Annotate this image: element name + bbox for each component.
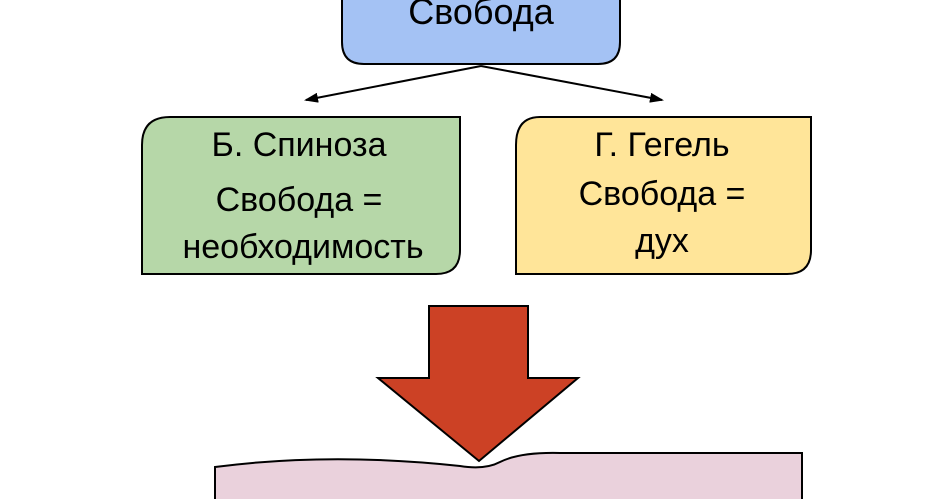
left-box-shape (141, 116, 461, 275)
right-box-shape (515, 116, 812, 275)
left-box: Б. Спиноза Свобода = необходимость (141, 116, 461, 275)
right-box-author: Г. Гегель (594, 126, 729, 164)
branch-arrows (304, 65, 664, 103)
left-box-value: необходимость (182, 228, 423, 266)
top-box-shape (341, 0, 621, 65)
top-box-label: Свобода (408, 0, 555, 32)
right-box-formula: Свобода = (579, 175, 746, 213)
right-box-value: дух (635, 222, 689, 260)
left-box-author: Б. Спиноза (212, 126, 387, 164)
bottom-result-box (214, 451, 803, 499)
left-box-formula: Свобода = (216, 181, 383, 219)
top-box: Свобода (341, 0, 621, 65)
arrow-to-left-box (304, 65, 482, 103)
right-box: Г. Гегель Свобода = дух (515, 116, 812, 275)
big-down-arrow (375, 305, 581, 463)
arrow-to-right-box (480, 65, 664, 103)
